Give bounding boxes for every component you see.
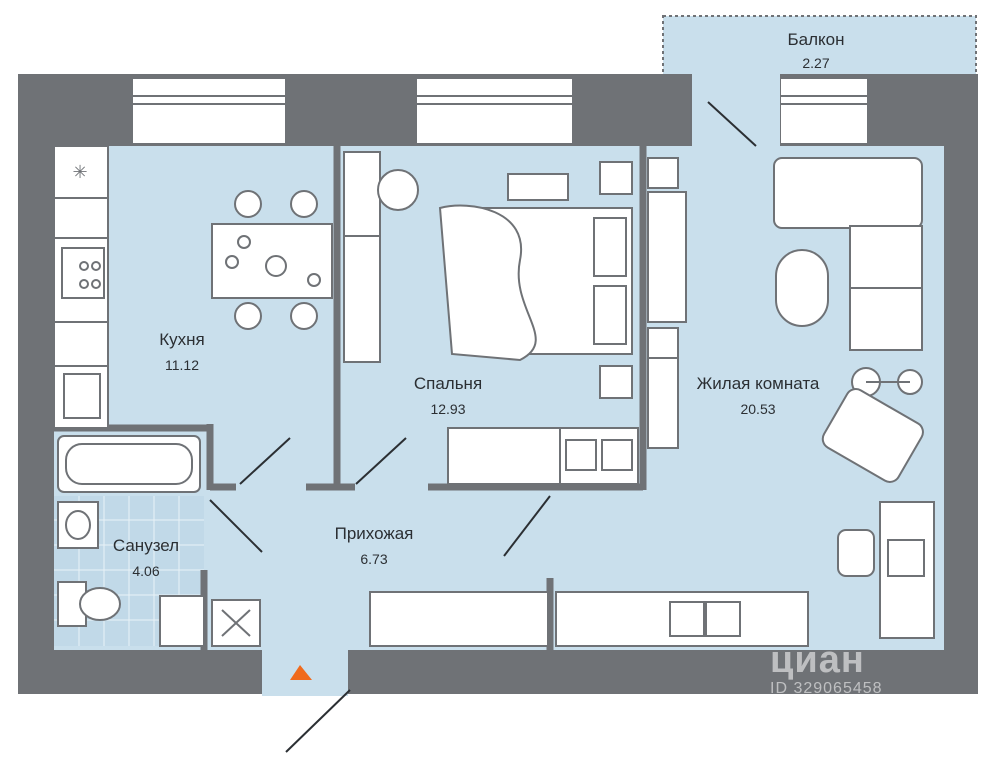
- room-name: Балкон: [787, 30, 845, 49]
- living-furniture: [647, 157, 935, 639]
- room-area: 11.12: [165, 357, 199, 373]
- balcony-door: [707, 101, 757, 147]
- entrance-gap: [262, 646, 348, 696]
- watermark-id: ID 329065458: [770, 680, 883, 697]
- entrance-door: [285, 689, 351, 753]
- door-swings: [209, 437, 551, 557]
- room-area: 6.73: [360, 551, 388, 567]
- watermark: циан ID 329065458: [770, 640, 883, 698]
- room-name: Кухня: [159, 330, 205, 349]
- windows: [131, 74, 869, 146]
- room-name: Санузел: [112, 536, 180, 555]
- bathroom-fixtures: [57, 435, 261, 647]
- room-label-bathroom: Санузел 4.06: [113, 536, 179, 580]
- room-label-living: Жилая комната 20.53: [697, 374, 820, 418]
- room-area: 2.27: [802, 55, 830, 71]
- bedroom-furniture: [343, 151, 639, 485]
- room-name: Прихожая: [334, 524, 414, 543]
- room-area: 12.93: [430, 401, 466, 417]
- room-label-hallway: Прихожая 6.73: [335, 524, 414, 568]
- svg-text:✳: ✳: [72, 162, 87, 183]
- room-label-balcony: Балкон 2.27: [787, 30, 844, 72]
- room-area: 20.53: [740, 401, 776, 417]
- room-area: 4.06: [132, 563, 160, 579]
- watermark-logo: циан: [770, 639, 865, 681]
- hallway-wardrobe: [369, 591, 809, 647]
- room-name: Спальня: [413, 374, 483, 393]
- triangle-up-icon: [290, 665, 312, 680]
- room-label-kitchen: Кухня 11.12: [159, 330, 205, 374]
- balcony-area: [662, 15, 977, 77]
- kitchen-furniture: ✳: [53, 145, 333, 429]
- room-name: Жилая комната: [696, 374, 820, 393]
- room-label-bedroom: Спальня 12.93: [414, 374, 482, 418]
